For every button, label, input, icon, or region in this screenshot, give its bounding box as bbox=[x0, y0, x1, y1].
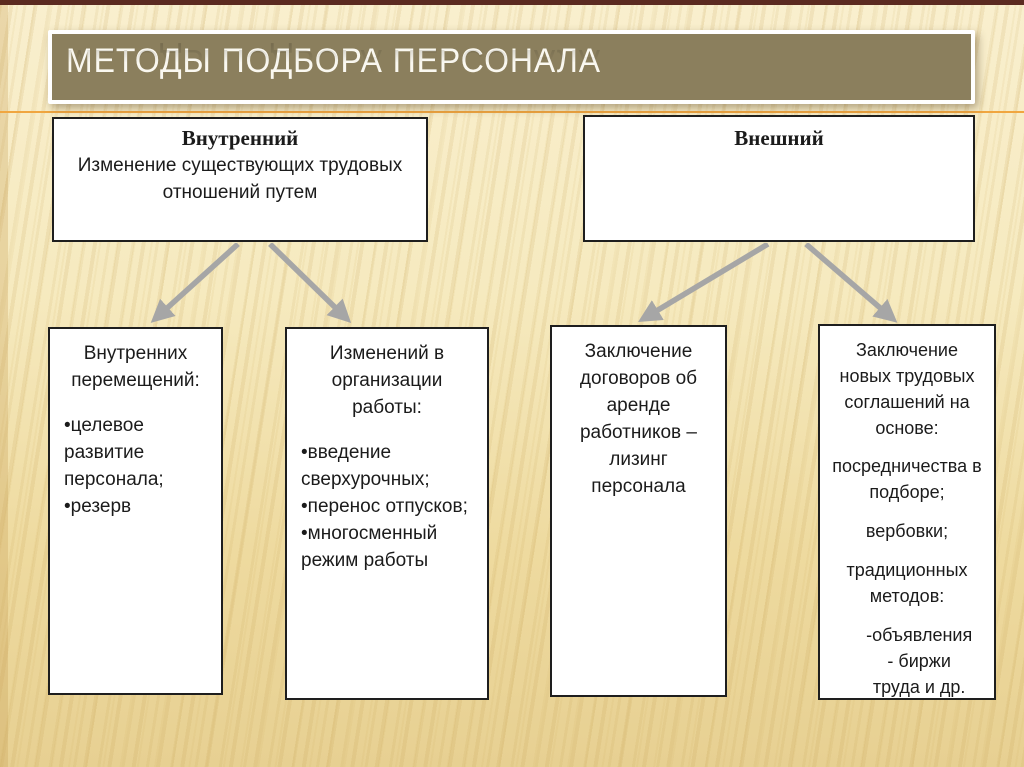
node-internal-heading: Внутренний bbox=[181, 126, 299, 150]
node-external-method: Внешний bbox=[583, 115, 975, 242]
node-internal-transfers: Внутренних перемещений: целевое развитие… bbox=[48, 327, 223, 695]
leaf4-heading: Заключение новых трудовых соглашений на … bbox=[839, 340, 975, 438]
bullet-item: введение сверхурочных; bbox=[301, 439, 476, 493]
slide-title-reflection: МЕТОДЫ ПОДБОРА ПЕРСОНАЛА bbox=[66, 42, 602, 80]
leaf1-heading: Внутренних перемещений: bbox=[71, 343, 200, 391]
bullet-item: резерв bbox=[64, 493, 210, 520]
leaf4-sub-items: -объявления - биржи труда и др. bbox=[866, 625, 973, 697]
bullet-item: целевое развитие персонала; bbox=[64, 412, 210, 493]
node-internal-method: Внутренний Изменение существующих трудов… bbox=[52, 117, 428, 242]
connector-arrows bbox=[150, 243, 898, 324]
top-edge-strip bbox=[0, 0, 1024, 5]
slide-title-bar: МЕТОДЫ ПОДБОРА ПЕРСОНАЛА МЕТОДЫ ПОДБОРА … bbox=[48, 30, 975, 104]
node-new-labor-agreements: Заключение новых трудовых соглашений на … bbox=[818, 324, 996, 700]
leaf2-bullet-list: введение сверхурочных; перенос отпусков;… bbox=[298, 439, 476, 574]
arrow-internal-to-leaf2 bbox=[268, 243, 352, 324]
left-edge-strip bbox=[0, 0, 8, 767]
arrow-external-to-leaf3 bbox=[638, 243, 770, 322]
node-work-organization-changes: Изменений в организации работы: введение… bbox=[285, 327, 489, 700]
leaf4-item: вербовки; bbox=[865, 521, 949, 541]
accent-divider-line bbox=[0, 111, 1024, 113]
node-staff-leasing: Заключение договоров об аренде работнико… bbox=[550, 325, 727, 697]
leaf4-item: традиционных методов: bbox=[846, 560, 968, 606]
arrow-internal-to-leaf1 bbox=[150, 243, 240, 323]
bullet-item: многосменный режим работы bbox=[301, 520, 476, 574]
slide-title: МЕТОДЫ ПОДБОРА ПЕРСОНАЛА bbox=[66, 42, 602, 80]
node-external-heading: Внешний bbox=[734, 126, 824, 150]
leaf3-text: Заключение договоров об аренде работнико… bbox=[579, 341, 698, 497]
leaf1-bullet-list: целевое развитие персонала; резерв bbox=[61, 412, 210, 520]
node-internal-body: Изменение существующих трудовых отношени… bbox=[77, 155, 403, 203]
leaf4-item: посредничества в подборе; bbox=[832, 456, 982, 502]
arrow-external-to-leaf4 bbox=[804, 243, 898, 323]
bullet-item: перенос отпусков; bbox=[301, 493, 476, 520]
leaf2-heading: Изменений в организации работы: bbox=[329, 343, 445, 418]
